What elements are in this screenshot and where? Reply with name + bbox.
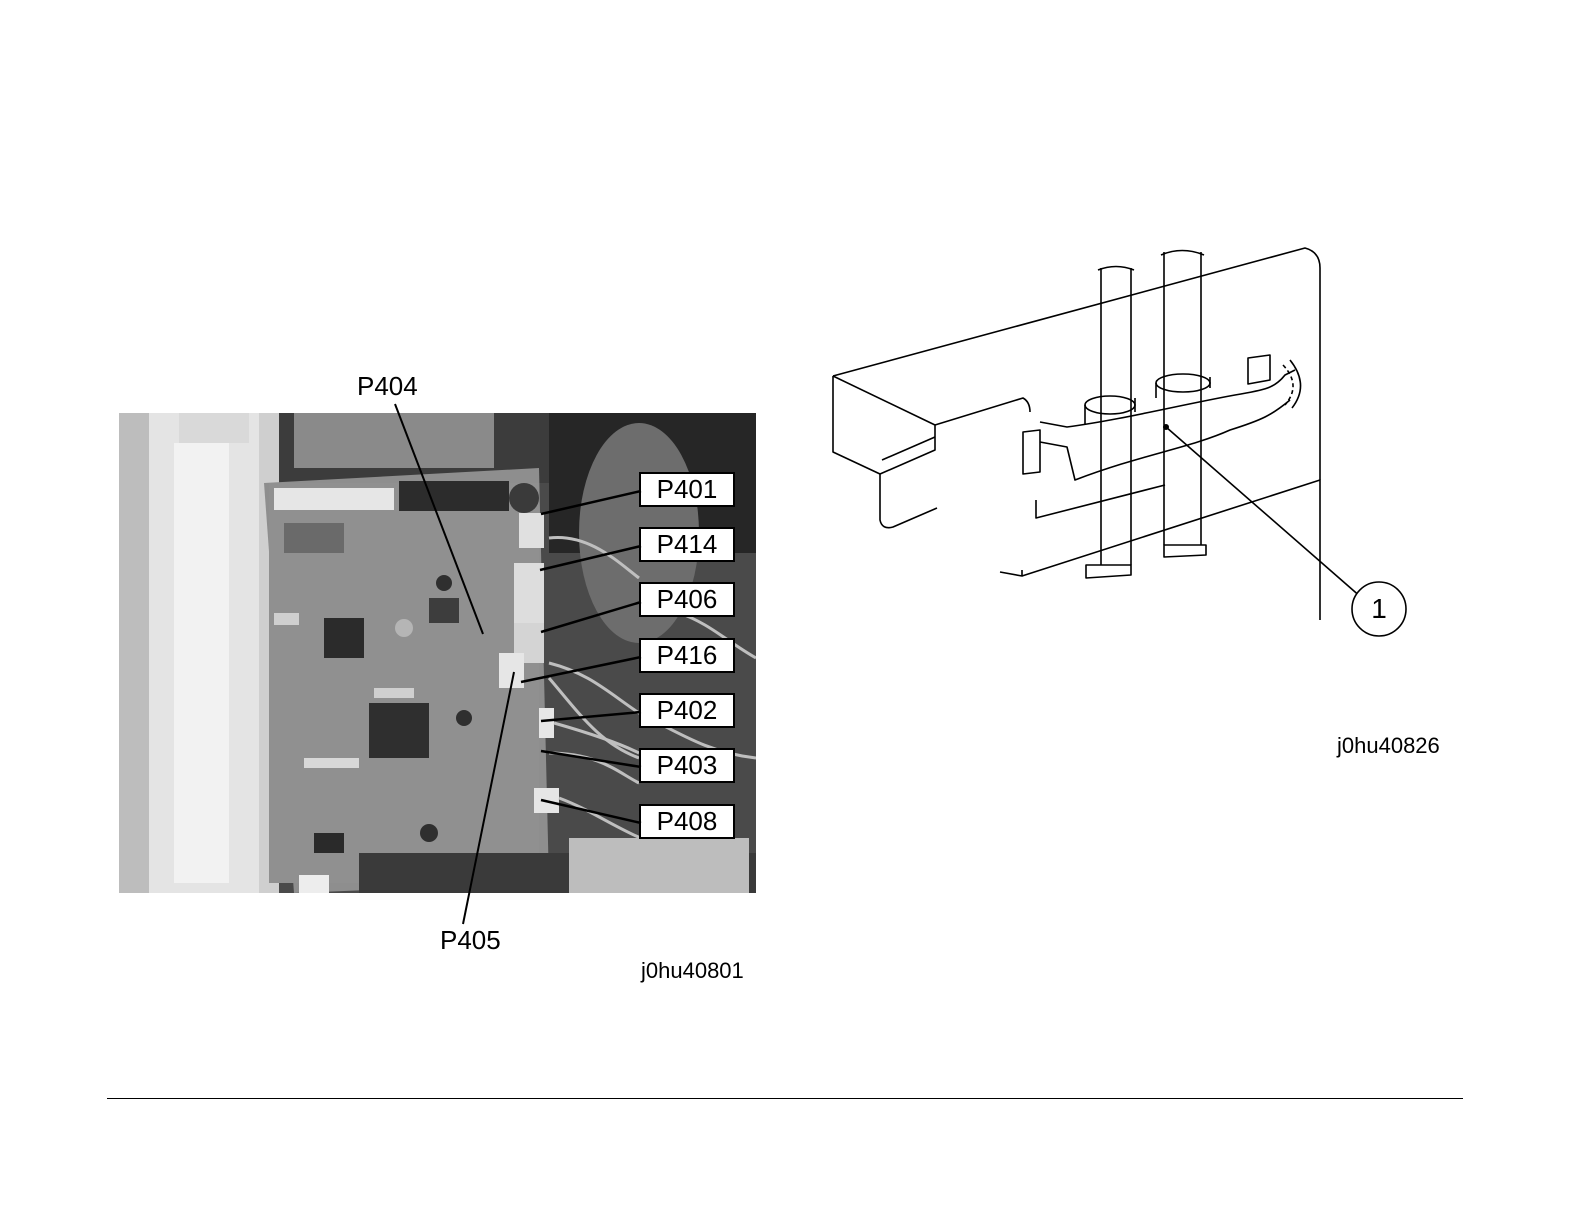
label-p404: P404 bbox=[357, 371, 418, 401]
callout-p401: P401 bbox=[639, 472, 735, 507]
callout-p408: P408 bbox=[639, 804, 735, 839]
figure-id-photo: j0hu40801 bbox=[641, 958, 744, 984]
callout-p403: P403 bbox=[639, 748, 735, 783]
callout-number-1: 1 bbox=[1352, 592, 1406, 626]
callout-p406: P406 bbox=[639, 582, 735, 617]
footer-rule bbox=[107, 1098, 1463, 1099]
callout-p402: P402 bbox=[639, 693, 735, 728]
callout-p416: P416 bbox=[639, 638, 735, 673]
figure-id-drawing: j0hu40826 bbox=[1337, 733, 1440, 759]
callout-p414: P414 bbox=[639, 527, 735, 562]
label-p405: P405 bbox=[440, 925, 501, 955]
